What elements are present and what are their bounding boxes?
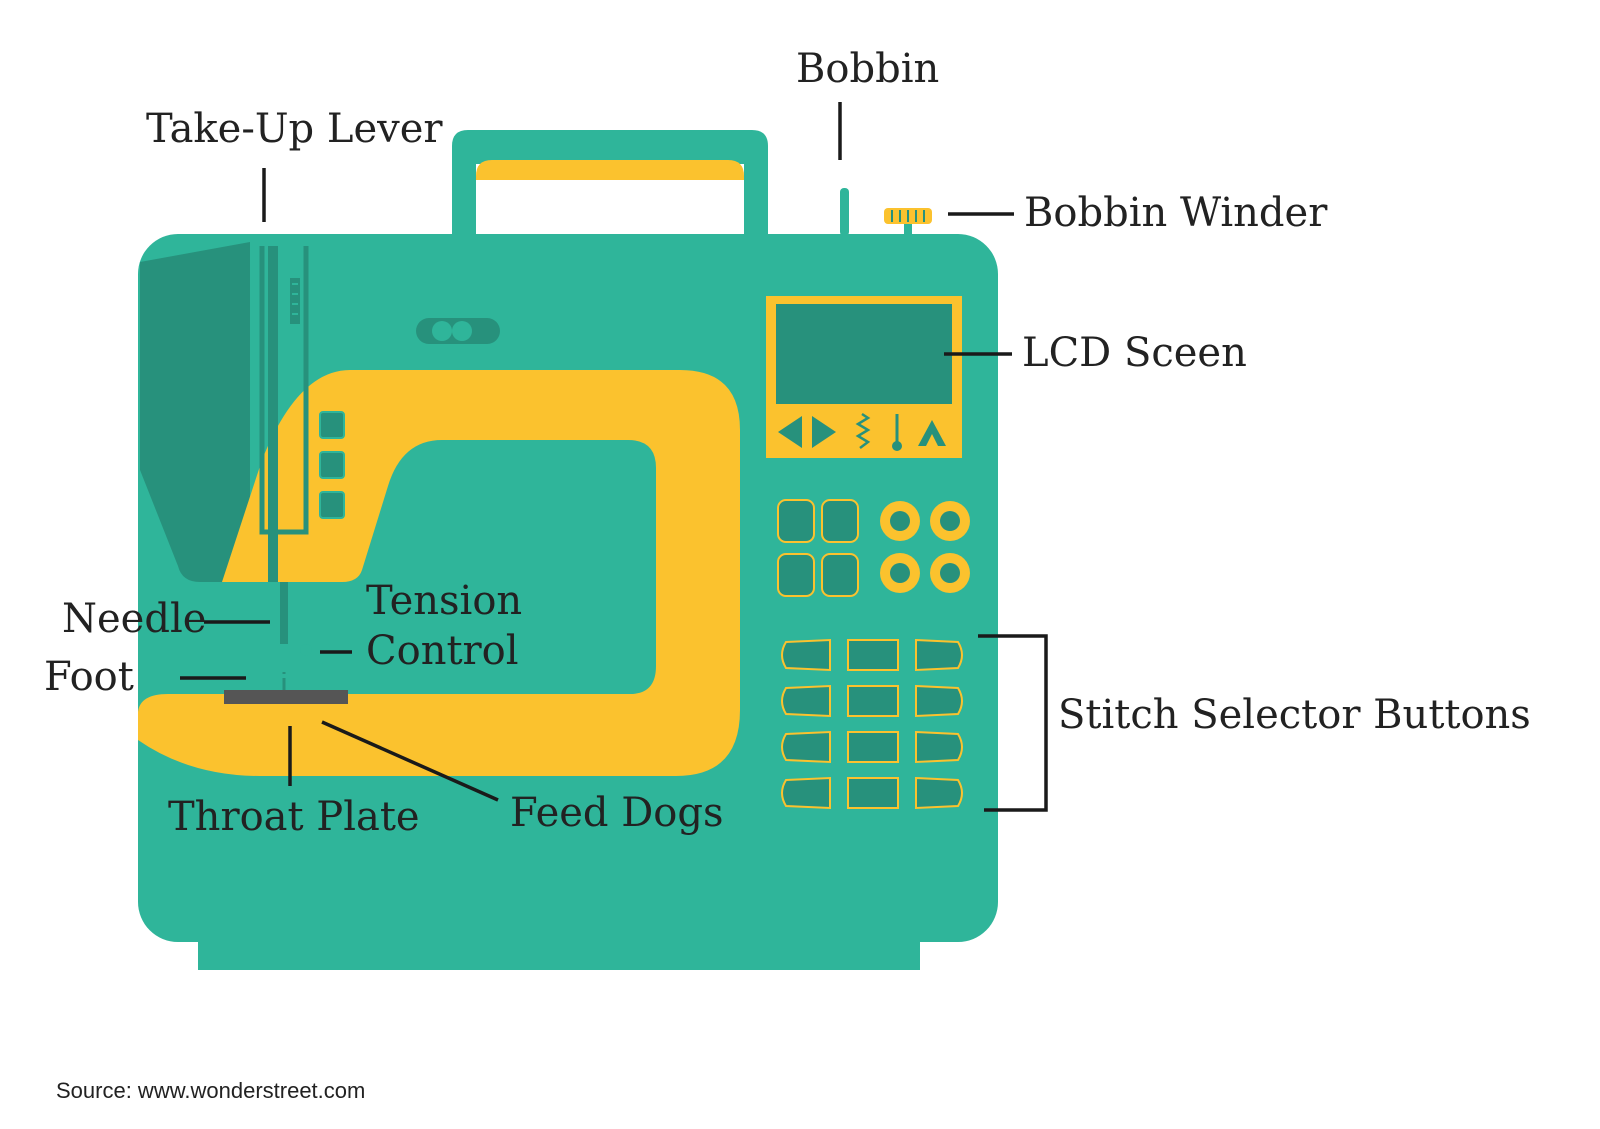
label-take-up-lever: Take-Up Lever bbox=[146, 106, 443, 152]
arm-yellow bbox=[138, 370, 740, 776]
tension-slider bbox=[416, 318, 500, 344]
arm-buttons bbox=[319, 411, 345, 519]
lcd-panel bbox=[766, 296, 962, 458]
label-needle: Needle bbox=[62, 596, 206, 642]
up-arrow-icon bbox=[918, 420, 946, 446]
label-lcd-screen: LCD Sceen bbox=[1022, 330, 1247, 376]
stitch-selector-grid bbox=[781, 638, 963, 810]
bobbin-spindle bbox=[840, 188, 849, 236]
needle-stitch-icon bbox=[892, 414, 902, 451]
dial-knobs bbox=[880, 501, 970, 593]
function-buttons bbox=[777, 499, 859, 597]
label-bobbin-winder: Bobbin Winder bbox=[1024, 190, 1328, 236]
label-bobbin: Bobbin bbox=[796, 46, 939, 92]
label-feed-dogs: Feed Dogs bbox=[510, 790, 724, 836]
label-tension: Tension bbox=[366, 578, 522, 624]
carry-handle bbox=[452, 130, 768, 250]
source-credit: Source: www.wonderstreet.com bbox=[56, 1078, 365, 1103]
label-stitch-selector-buttons: Stitch Selector Buttons bbox=[1058, 692, 1531, 738]
right-arrow-icon bbox=[812, 416, 836, 448]
bobbin-winder-part bbox=[884, 208, 932, 236]
zigzag-stitch-icon bbox=[855, 412, 871, 449]
left-arrow-icon bbox=[778, 416, 802, 448]
label-control: Control bbox=[366, 628, 519, 674]
label-throat-plate: Throat Plate bbox=[168, 794, 420, 840]
needle-head bbox=[140, 242, 250, 582]
label-foot: Foot bbox=[44, 654, 134, 700]
leader-lines bbox=[180, 102, 1048, 812]
throat-plate bbox=[224, 690, 348, 704]
needle-assembly bbox=[259, 246, 312, 690]
